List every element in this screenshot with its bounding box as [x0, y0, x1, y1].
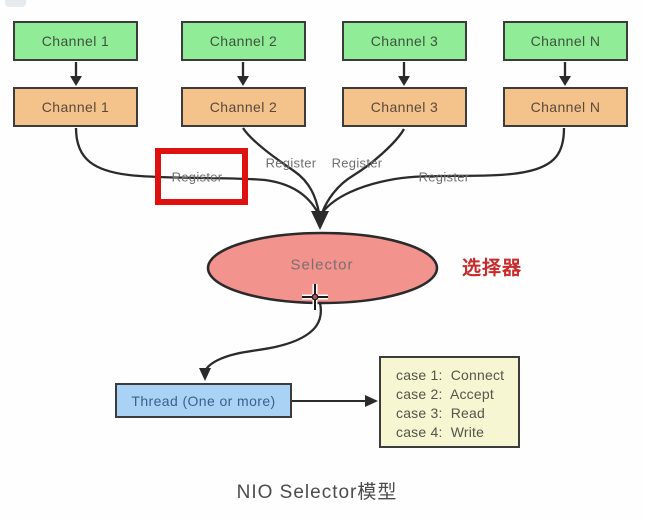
channel-buffer-1: Channel 1	[13, 87, 138, 127]
crosshair-cursor	[302, 284, 328, 310]
channel-source-1: Channel 1	[13, 21, 138, 61]
channel-arrows	[70, 62, 571, 86]
register-label-1: Register	[171, 169, 223, 185]
selector-label: Selector	[290, 256, 354, 274]
selector-annotation-cn: 选择器	[462, 258, 523, 279]
highlight-rectangle	[155, 148, 248, 205]
selector-ellipse	[206, 231, 439, 305]
channel-buffer-2: Channel 2	[181, 87, 306, 127]
thread-arrowhead	[199, 368, 211, 381]
register-label-2: Register	[265, 155, 317, 171]
channel-source-n: Channel N	[503, 21, 628, 61]
case-line-connect: case 1: Connect	[396, 367, 505, 383]
case-line-accept: case 2: Accept	[396, 386, 494, 402]
case-switch-box: case 1: Connect case 2: Accept case 3: R…	[379, 356, 520, 448]
channel-source-2: Channel 2	[181, 21, 306, 61]
selector-thread-curve	[203, 302, 323, 373]
diagram-caption: NIO Selector模型	[236, 482, 398, 503]
channel-buffer-n: Channel N	[503, 87, 628, 127]
screen-artifact	[5, 0, 26, 7]
register-label-4: Register	[418, 169, 470, 185]
channel-buffer-3: Channel 3	[342, 87, 467, 127]
register-label-3: Register	[331, 155, 383, 171]
case-arrowhead	[365, 395, 378, 407]
case-line-write: case 4: Write	[396, 424, 485, 440]
register-curves	[74, 127, 566, 214]
selector-arrowhead	[311, 211, 329, 230]
channel-source-3: Channel 3	[342, 21, 467, 61]
case-line-read: case 3: Read	[396, 405, 485, 421]
thread-box: Thread (One or more)	[115, 383, 292, 418]
